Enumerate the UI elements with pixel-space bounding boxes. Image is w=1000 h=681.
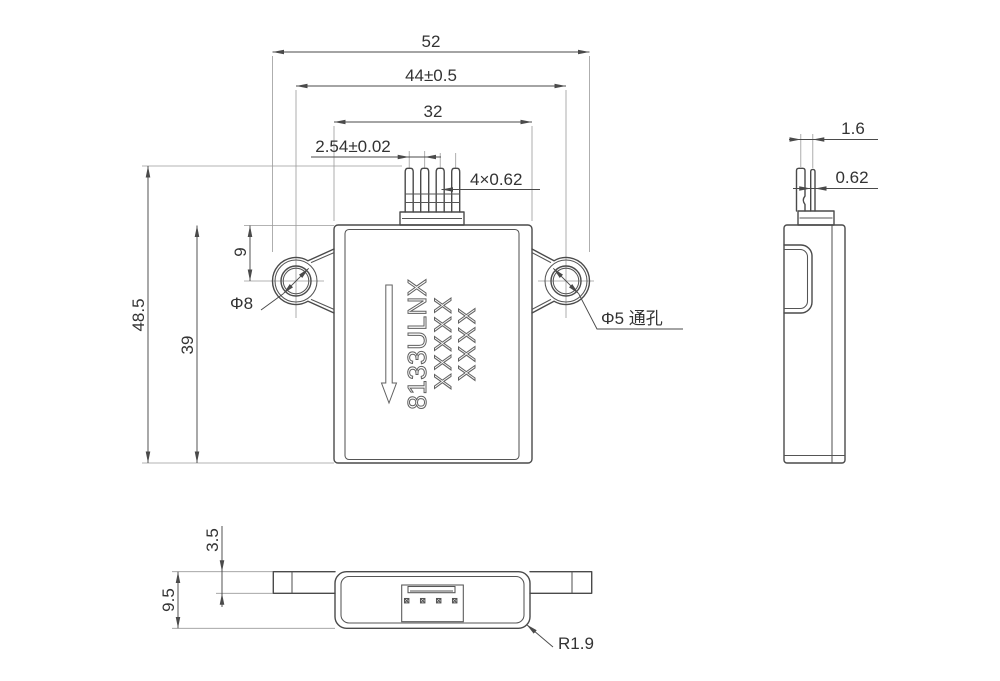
bottom-body-outline — [334, 571, 531, 630]
left-mounting-ear — [271, 248, 335, 314]
bottom-pin-squares — [403, 597, 458, 604]
bottom-right-tab — [529, 571, 593, 594]
bottom-connector — [401, 584, 464, 623]
dim-tab-thickness: 3.5 — [203, 528, 222, 552]
part-marking-serial2: XXXX — [454, 305, 481, 381]
dim-pin-width-front: 4×0.62 — [470, 170, 522, 189]
side-view — [783, 167, 846, 464]
side-body-outline — [783, 224, 846, 464]
dimension-lines — [145, 49, 878, 648]
bottom-body-inner — [340, 575, 525, 624]
dim-through-hole: Φ5 通孔 — [601, 309, 663, 328]
dim-body-width: 32 — [424, 102, 443, 121]
dim-pin-pitch: 2.54±0.02 — [315, 137, 391, 156]
front-view: 8133ULNX XXXXX XXXX — [271, 167, 591, 464]
bottom-left-tab — [272, 571, 336, 594]
dim-body-thickness: 9.5 — [159, 588, 178, 612]
dim-corner-radius: R1.9 — [558, 634, 594, 653]
part-marking-model: 8133ULNX — [402, 278, 432, 409]
dim-overall-width: 52 — [422, 32, 441, 51]
right-mounting-ear — [531, 248, 591, 314]
bottom-view — [272, 571, 593, 630]
dim-body-height: 39 — [178, 336, 197, 355]
dim-side-pin-width: 0.62 — [835, 168, 868, 187]
current-direction-arrow-icon — [380, 284, 398, 405]
front-pin-header — [399, 167, 465, 226]
part-marking-serial1: XXXXX — [430, 294, 457, 389]
dim-hole-center-offset: 9 — [231, 247, 250, 256]
dim-boss-diameter: Φ8 — [230, 294, 253, 313]
dim-side-pin-spacing: 1.6 — [841, 119, 865, 138]
front-body-inner-panel — [344, 228, 520, 461]
side-ear-profile — [783, 244, 813, 314]
dimension-labels: 52 44±0.5 32 2.54±0.02 4×0.62 48.5 39 9 … — [129, 32, 869, 653]
side-pin-header — [795, 167, 835, 226]
dim-hole-spacing: 44±0.5 — [405, 66, 457, 85]
dim-overall-height: 48.5 — [129, 298, 148, 331]
